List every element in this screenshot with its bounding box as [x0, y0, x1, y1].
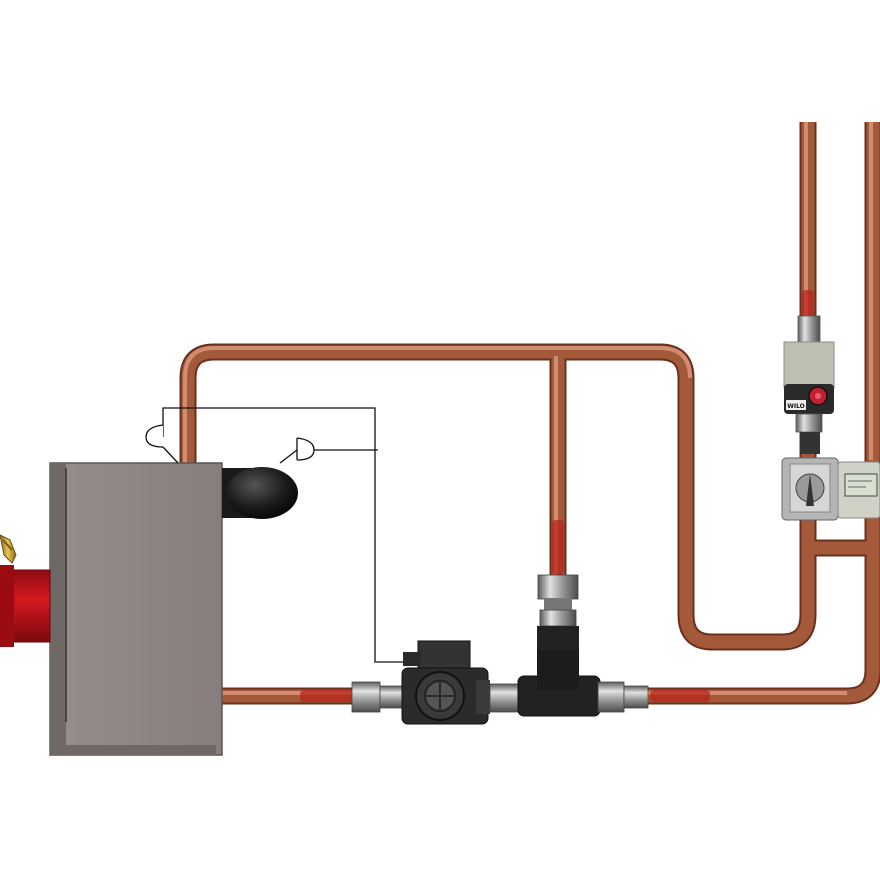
mixing-valve — [781, 457, 839, 521]
right-riser-pipe — [640, 122, 880, 705]
system-circulator-pump: WILO — [783, 315, 835, 454]
control-wiring — [145, 407, 405, 663]
expansion-tank — [222, 467, 298, 519]
boiler — [49, 462, 223, 756]
sensor-right-icon — [296, 437, 315, 461]
controller-display-icon — [844, 473, 878, 497]
burner-nozzle-icon — [0, 534, 17, 564]
controller — [837, 461, 880, 519]
boiler-circulator-pump — [351, 640, 519, 725]
sensor-left-icon — [145, 424, 164, 448]
valve-handle-icon — [806, 474, 814, 506]
flow-markers — [300, 290, 814, 702]
copper-piping — [179, 122, 880, 705]
mixing-tee-fitting — [517, 574, 649, 717]
pump-brand-label: WILO — [787, 403, 805, 410]
burner — [0, 534, 51, 647]
supply-loop-pipe — [179, 122, 817, 651]
